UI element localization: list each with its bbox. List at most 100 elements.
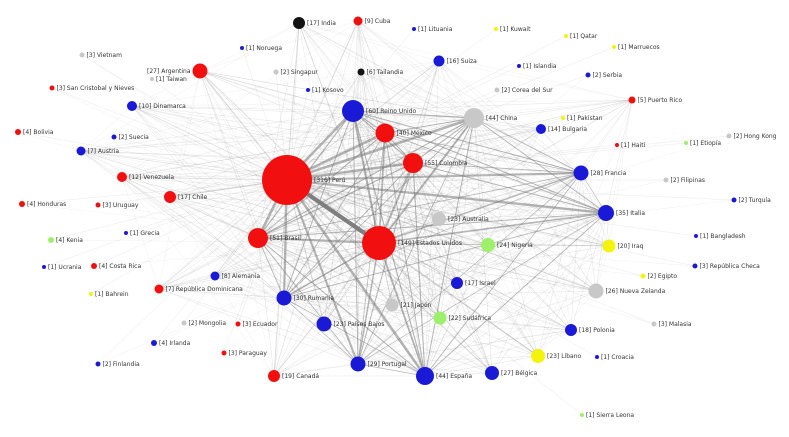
network-edge (439, 172, 582, 319)
network-edge (298, 22, 475, 119)
network-edge (283, 218, 440, 299)
network-edge (283, 297, 325, 325)
network-edge (360, 71, 414, 164)
network-edge (357, 20, 426, 377)
network-edge (360, 71, 607, 214)
network-edge (257, 162, 414, 239)
network-edge (169, 196, 426, 377)
network-edge (131, 105, 259, 239)
node-label-reinounido: [60] Reino Unido (366, 108, 417, 115)
node-marker-austria (76, 146, 86, 156)
node-marker-libano (531, 349, 545, 363)
network-edge (439, 117, 475, 319)
node-ecuador: [3] Ecuador (235, 321, 278, 328)
network-edge (537, 290, 597, 357)
network-edge (357, 20, 572, 331)
network-edge (273, 162, 414, 377)
network-edge (80, 132, 386, 152)
node-cuba: [9] Cuba (353, 16, 391, 26)
network-edge (357, 20, 380, 244)
node-marker-espana (416, 367, 434, 385)
network-edge (378, 60, 440, 244)
network-edge (286, 171, 582, 182)
network-edge (80, 99, 633, 152)
network-edge (158, 275, 216, 290)
network-edge (121, 176, 380, 244)
network-edge (80, 150, 610, 247)
network-edge (391, 212, 607, 306)
node-label-sierraleona: [1] Sierra Leona (586, 412, 634, 419)
node-label-puertorico: [5] Puerto Rico (638, 97, 683, 104)
network-edge (283, 212, 607, 299)
network-edge (121, 117, 475, 178)
network-edge (286, 22, 300, 181)
network-edge (273, 242, 380, 377)
network-edge (286, 179, 572, 331)
node-honduras: [4] Honduras (19, 201, 66, 208)
network-edge (80, 150, 597, 292)
node-label-egipto: [2] Egipto (648, 273, 678, 280)
node-label-lituania: [1] Lituania (418, 26, 453, 33)
node-marker-nigeria (481, 238, 495, 252)
node-reinounido: [60] Reino Unido (342, 100, 417, 122)
network-edge (121, 176, 160, 290)
network-edge (439, 317, 572, 331)
network-edge (283, 128, 542, 299)
node-label-italia: [35] Italia (616, 210, 645, 217)
network-edge (357, 355, 539, 365)
node-label-croacia: [1] Croacia (601, 354, 634, 361)
node-marker-uruguay (95, 202, 101, 208)
node-label-argentina: [27] Argentina (147, 68, 191, 75)
network-edge (424, 372, 493, 377)
network-edge (80, 110, 354, 152)
network-edge (456, 128, 542, 284)
node-label-alemania: [8] Alemania (222, 273, 261, 280)
node-marker-paraguay (221, 350, 227, 356)
network-edge (257, 237, 325, 325)
node-marker-singapur (273, 69, 279, 75)
node-kosovo: [1] Kosovo (306, 87, 344, 94)
network-edge (352, 110, 440, 220)
node-label-iraq: [20] Iraq (618, 243, 644, 250)
node-marker-sancristobal (49, 85, 55, 91)
network-edge (131, 105, 475, 119)
node-marker-reinounido (342, 100, 364, 122)
node-marker-mexico (375, 123, 395, 143)
network-edge (131, 105, 426, 377)
node-grecia: [1] Grecia (124, 230, 160, 237)
node-label-turquia: [2] Turquía (739, 197, 772, 204)
node-label-libano: [23] Líbano (547, 353, 582, 360)
node-label-bulgaria: [14] Bulgaria (548, 126, 587, 133)
node-paisesbajos: [23] Países Bajos (316, 316, 385, 332)
network-edge (357, 242, 380, 365)
network-edge (257, 128, 542, 239)
network-edge (352, 110, 475, 119)
network-edge (158, 70, 201, 290)
network-edge (257, 237, 275, 377)
node-iraq: [20] Iraq (602, 239, 644, 253)
node-label-finlandia: [2] Finlandia (103, 361, 141, 368)
network-edge (199, 70, 386, 134)
network-edge (158, 288, 426, 377)
network-edge (473, 99, 633, 119)
network-edge (491, 172, 582, 374)
node-chile: [17] Chile (164, 191, 208, 203)
network-edge (412, 162, 610, 247)
network-edge (357, 304, 393, 365)
node-label-sancristobal: [3] San Cristobal y Nieves (57, 85, 135, 92)
network-edge (487, 244, 597, 292)
network-edge (283, 297, 441, 319)
node-noruega: [1] Noruega (240, 45, 282, 52)
network-edge (438, 60, 489, 246)
node-marker-francia (573, 165, 589, 181)
node-label-espana: [44] España (436, 373, 472, 380)
network-edge (438, 117, 475, 220)
node-marker-croacia (595, 355, 599, 359)
node-sierraleona: [1] Sierra Leona (580, 412, 634, 419)
node-label-paraguay: [3] Paraguay (229, 350, 268, 357)
network-edge (580, 172, 597, 292)
network-edge (121, 176, 359, 365)
node-marker-japon (385, 298, 399, 312)
network-edge (323, 323, 572, 331)
network-edge (352, 110, 607, 214)
